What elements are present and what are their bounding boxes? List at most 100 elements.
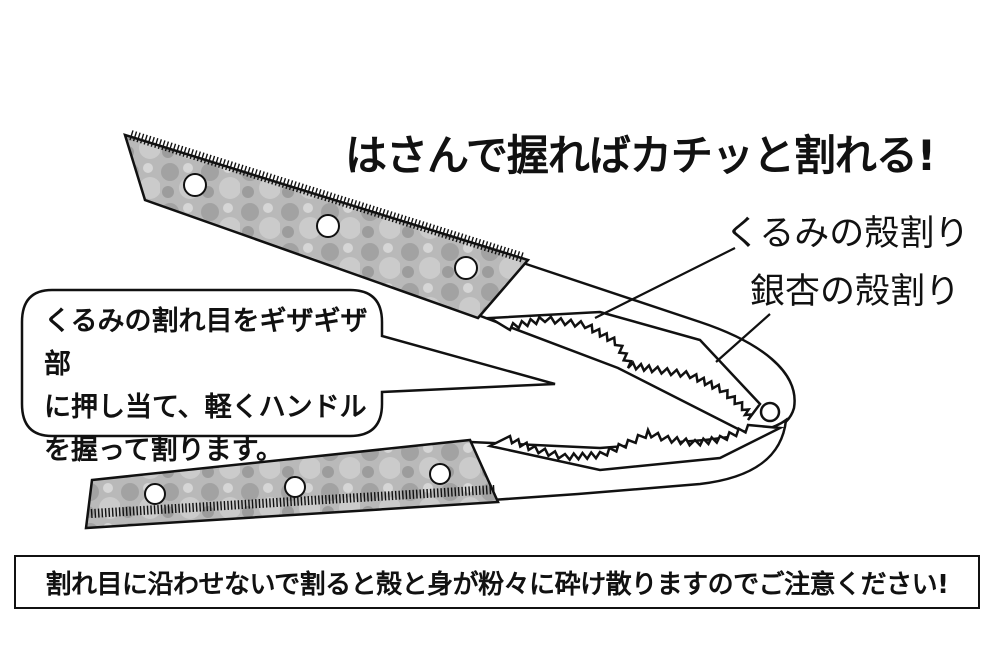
grip-tooth (402, 215, 407, 226)
grip-tooth (427, 223, 432, 234)
grip-tooth (136, 506, 139, 516)
grip-tooth (202, 502, 205, 512)
grip-tooth (200, 152, 205, 163)
grip-tooth (405, 216, 411, 227)
headline: はさんで握ればカチッと割れる! (345, 131, 936, 180)
grip-tooth (433, 488, 436, 498)
grip-tooth (265, 498, 268, 508)
grip-tooth (168, 142, 173, 153)
grip-tooth (437, 226, 443, 237)
grip-tooth (338, 494, 341, 504)
upper-handle-rivet (316, 214, 340, 238)
grip-tooth (480, 240, 485, 251)
grip-tooth (408, 489, 411, 500)
grip-tooth (352, 493, 355, 503)
grip-tooth (132, 506, 135, 516)
grip-tooth (349, 199, 354, 209)
grip-tooth (181, 503, 184, 513)
grip-tooth (505, 247, 510, 258)
grip-tooth (171, 504, 174, 514)
grip-tooth (251, 499, 254, 509)
grip-tooth (164, 141, 170, 152)
grip-tooth (448, 230, 453, 241)
walnut-label: くるみの殻割り (725, 214, 970, 254)
upper-handle-grip-teeth (129, 130, 524, 263)
grip-tooth (221, 159, 226, 170)
grip-tooth (377, 207, 382, 218)
grip-tooth (473, 237, 478, 248)
grip-tooth (519, 252, 524, 263)
grip-tooth (455, 232, 460, 243)
grip-tooth (186, 147, 191, 158)
grip-tooth (232, 162, 237, 173)
grip-tooth (214, 156, 219, 167)
grip-tooth (482, 485, 485, 495)
grip-tooth (492, 484, 495, 495)
grip-tooth (154, 138, 159, 148)
grip-tooth (97, 508, 100, 518)
grip-tooth (349, 493, 352, 503)
grip-tooth (464, 486, 467, 496)
grip-tooth (501, 246, 506, 257)
grip-tooth (457, 487, 460, 497)
grip-tooth (196, 151, 202, 162)
grip-tooth (412, 489, 415, 499)
grip-tooth (469, 236, 475, 247)
grip-tooth (447, 487, 450, 497)
instruction-text: くるみの割れ目をギザギザ部 に押し当て、軽くハンドル を握って割ります。 (44, 306, 368, 466)
grip-tooth (255, 499, 257, 509)
grip-tooth (359, 492, 362, 502)
grip-tooth (342, 493, 345, 504)
grip-tooth (324, 191, 329, 202)
grip-tooth (111, 507, 114, 517)
grip-tooth (436, 488, 439, 498)
grip-tooth (262, 498, 264, 508)
grip-tooth (461, 486, 464, 496)
grip-tooth (338, 195, 343, 206)
grip-tooth (167, 504, 170, 514)
grip-tooth (295, 182, 301, 193)
grip-tooth (321, 495, 324, 505)
grip-tooth (373, 206, 379, 217)
grip-tooth (394, 490, 397, 500)
grip-tooth (450, 487, 453, 497)
grip-tooth (300, 496, 303, 506)
grip-tooth (388, 211, 393, 222)
grip-tooth (334, 194, 340, 205)
grip-tooth (317, 495, 320, 505)
warning-box: 割れ目に沿わせないで割ると殻と身が粉々に砕け散りますのでご注意ください! (14, 555, 980, 609)
grip-tooth (271, 174, 276, 185)
grip-tooth (129, 506, 132, 516)
grip-tooth (331, 193, 336, 204)
grip-tooth (306, 185, 311, 196)
grip-tooth (459, 233, 464, 244)
grip-tooth (328, 494, 331, 504)
grip-tooth (327, 192, 333, 203)
grip-tooth (398, 214, 404, 225)
grip-tooth (419, 489, 422, 499)
grip-tooth (512, 250, 517, 260)
grip-tooth (228, 161, 233, 172)
grip-tooth (276, 497, 278, 507)
grip-tooth (441, 227, 446, 238)
grip-tooth (153, 505, 156, 515)
grip-tooth (381, 208, 386, 219)
grip-tooth (118, 507, 121, 517)
grip-tooth (139, 133, 145, 144)
grip-tooth (256, 170, 262, 181)
grip-tooth (246, 166, 251, 177)
grip-tooth (426, 488, 429, 499)
grip-tooth (192, 502, 195, 512)
grip-tooth (370, 205, 375, 216)
grip-tooth (157, 505, 160, 515)
grip-tooth (235, 163, 241, 174)
grip-tooth (210, 155, 216, 166)
grip-tooth (313, 187, 319, 198)
grip-tooth (420, 221, 425, 232)
grip-tooth (380, 491, 383, 501)
pivot-rivet (759, 401, 781, 423)
grip-tooth (281, 177, 287, 188)
grip-tooth (416, 220, 421, 231)
grip-tooth (331, 494, 334, 504)
